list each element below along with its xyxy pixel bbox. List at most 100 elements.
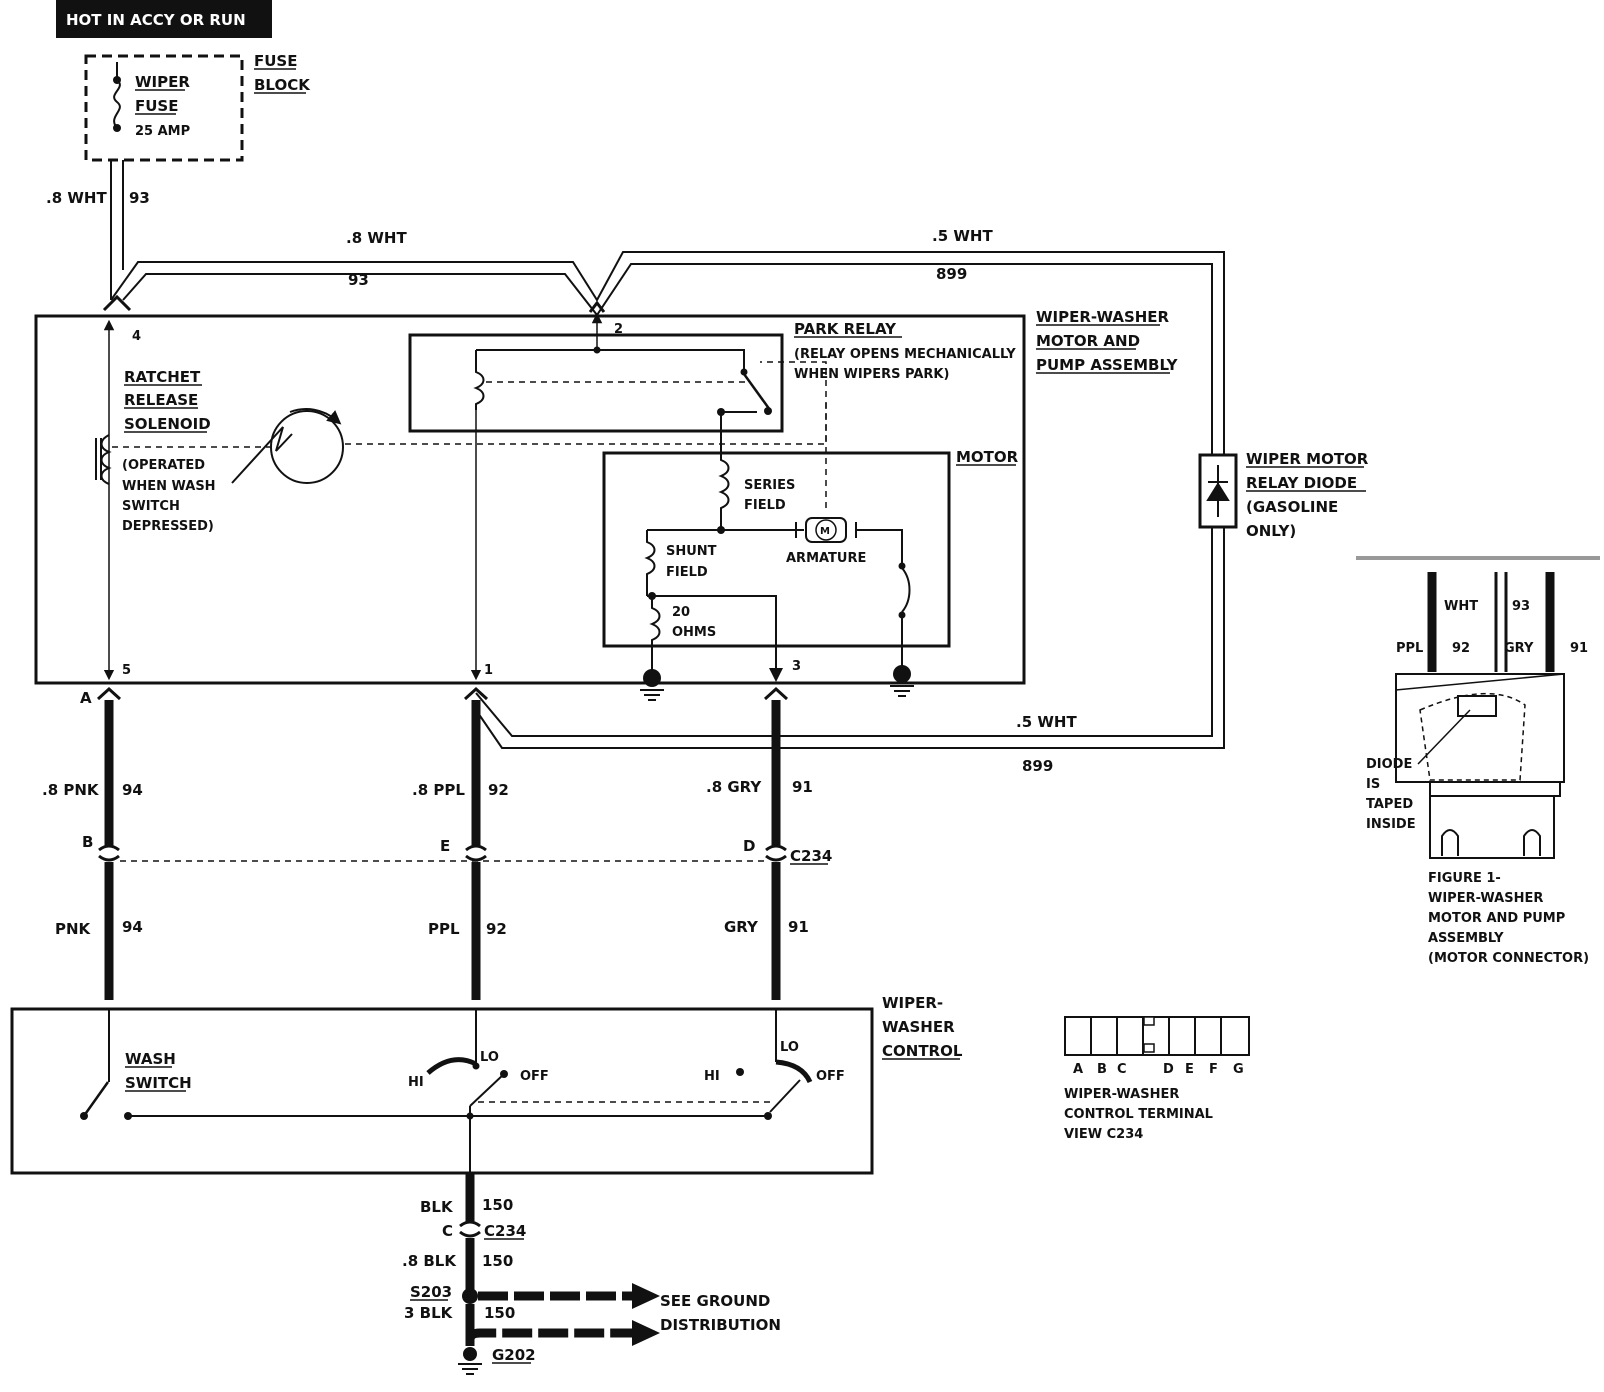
wire-ppl-upper-gauge: .8 PPL	[412, 781, 465, 799]
motor-connector-figure	[1356, 556, 1600, 859]
solenoid-note-1: (OPERATED	[122, 458, 205, 473]
series-field-label-1: SERIES	[744, 478, 795, 493]
solenoid-note-4: DEPRESSED)	[122, 519, 214, 534]
fuse-rating: 25 AMP	[135, 124, 190, 139]
wire-top-circuit: 93	[348, 271, 369, 289]
terminal-B: B	[82, 833, 93, 851]
fig1-93: 93	[1512, 599, 1530, 614]
assembly-label-2: MOTOR AND	[1036, 332, 1140, 350]
park-relay-note-1: (RELAY OPENS MECHANICALLY	[794, 347, 1016, 362]
shunt-field-label-2: FIELD	[666, 565, 708, 580]
series-field-coil-icon	[718, 430, 730, 530]
fig1-gry: GRY	[1504, 641, 1534, 656]
control-label-3: CONTROL	[882, 1042, 963, 1060]
fig1-caption-1: FIGURE 1-	[1428, 871, 1501, 886]
resistor-icon	[649, 596, 661, 676]
wire-gry-lower-gauge: GRY	[724, 918, 759, 936]
diode-label-3: (GASOLINE	[1246, 498, 1338, 516]
wire-feed-gauge: .8 WHT	[46, 189, 107, 207]
wire-pnk-lower-circuit: 94	[122, 918, 143, 936]
wire-lower-circuit: 899	[1022, 757, 1053, 775]
assembly-label-1: WIPER-WASHER	[1036, 308, 1170, 326]
wire-right-gauge: .5 WHT	[932, 227, 993, 245]
control-label-2: WASHER	[882, 1018, 955, 1036]
terminal-C: C	[442, 1222, 453, 1240]
terminal-3: 3	[792, 659, 801, 674]
solenoid-note-2: WHEN WASH	[122, 479, 216, 494]
ground-icon-1	[640, 669, 664, 701]
terminal-letter-e: E	[1185, 1062, 1194, 1077]
wire-gry-lower-circuit: 91	[788, 918, 809, 936]
fig1-91: 91	[1570, 641, 1588, 656]
wiper-washer-control-box	[10, 1007, 874, 1175]
terminal-1: 1	[484, 663, 493, 678]
wire-gry-upper-gauge: .8 GRY	[706, 778, 762, 796]
switch2-hi: HI	[704, 1069, 720, 1084]
armature-m: M	[820, 526, 830, 537]
fig1-diode-1: DIODE	[1366, 757, 1412, 772]
park-relay-title: PARK RELAY	[794, 320, 897, 338]
terminal-view-label-1: WIPER-WASHER	[1064, 1087, 1179, 1102]
switch1-hi: HI	[408, 1075, 424, 1090]
assembly-label-3: PUMP ASSEMBLY	[1036, 356, 1179, 374]
motor-pump-assembly-box	[34, 314, 1026, 685]
terminal-letter-g: G	[1233, 1062, 1244, 1077]
fig1-caption-3: MOTOR AND PUMP	[1428, 911, 1565, 926]
park-relay-coil-icon	[473, 350, 485, 410]
terminal-letter-a: A	[1073, 1062, 1083, 1077]
ground-ref-1: SEE GROUND	[660, 1292, 770, 1310]
switch2-lo: LO	[780, 1040, 799, 1055]
armature-label: ARMATURE	[786, 551, 866, 566]
wire-blk3-circuit: 150	[484, 1304, 515, 1322]
solenoid-label-1: RATCHET	[124, 368, 201, 386]
wash-switch-icon	[84, 1081, 110, 1114]
wire-blk2-circuit: 150	[482, 1252, 513, 1270]
terminal-D: D	[743, 837, 755, 855]
shunt-field-coil-icon	[644, 530, 656, 596]
connector-s203: S203	[410, 1283, 452, 1301]
wire-ppl-lower-gauge: PPL	[428, 920, 460, 938]
banner-text: HOT IN ACCY OR RUN	[66, 11, 246, 29]
wire-blk-circuit: 150	[482, 1196, 513, 1214]
fuse-label-1: WIPER	[135, 73, 190, 91]
fig1-wht: WHT	[1444, 599, 1478, 614]
connector-g202: G202	[492, 1346, 536, 1364]
diode-label-4: ONLY)	[1246, 522, 1296, 540]
wire-right-circuit: 899	[936, 265, 967, 283]
diode-box	[1198, 453, 1238, 529]
fig1-ppl: PPL	[1396, 641, 1423, 656]
solenoid-label-3: SOLENOID	[124, 415, 211, 433]
fuse-label-2: FUSE	[135, 97, 178, 115]
terminal-view-label-3: VIEW C234	[1064, 1127, 1143, 1142]
park-relay-contact-icon	[742, 373, 772, 411]
ground-ref-2: DISTRIBUTION	[660, 1316, 781, 1334]
fig1-diode-4: INSIDE	[1366, 817, 1416, 832]
fuse-block-label-2: BLOCK	[254, 76, 311, 94]
wire-pnk-upper-gauge: .8 PNK	[42, 781, 100, 799]
series-field-label-2: FIELD	[744, 498, 786, 513]
wire-blk-gauge: BLK	[420, 1198, 454, 1216]
terminal-letter-f: F	[1209, 1062, 1218, 1077]
terminal-5: 5	[122, 663, 131, 678]
park-relay-box	[408, 333, 784, 433]
hi-lo-switch-2-icon	[775, 1059, 813, 1084]
switch2-off: OFF	[816, 1069, 845, 1084]
diode-label-1: WIPER MOTOR	[1246, 450, 1369, 468]
fig1-diode-2: IS	[1366, 777, 1380, 792]
fuse-symbol-icon	[113, 79, 121, 129]
ground-icon-2	[890, 665, 914, 697]
wire-blk2-gauge: .8 BLK	[402, 1252, 457, 1270]
terminal-view-label-2: CONTROL TERMINAL	[1064, 1107, 1213, 1122]
fig1-diode-3: TAPED	[1366, 797, 1413, 812]
solenoid-note-3: SWITCH	[122, 499, 180, 514]
ratchet-pawl-icon	[231, 426, 293, 484]
fig1-caption-4: ASSEMBLY	[1428, 931, 1504, 946]
terminal-view-c234	[1064, 1016, 1250, 1056]
fuse-block-box	[84, 54, 244, 162]
solenoid-coil-icon	[100, 434, 112, 485]
wash-switch-label-1: WASH	[125, 1050, 176, 1068]
switch1-off: OFF	[520, 1069, 549, 1084]
shunt-field-label-1: SHUNT	[666, 544, 717, 559]
terminal-letter-d: D	[1163, 1062, 1174, 1077]
